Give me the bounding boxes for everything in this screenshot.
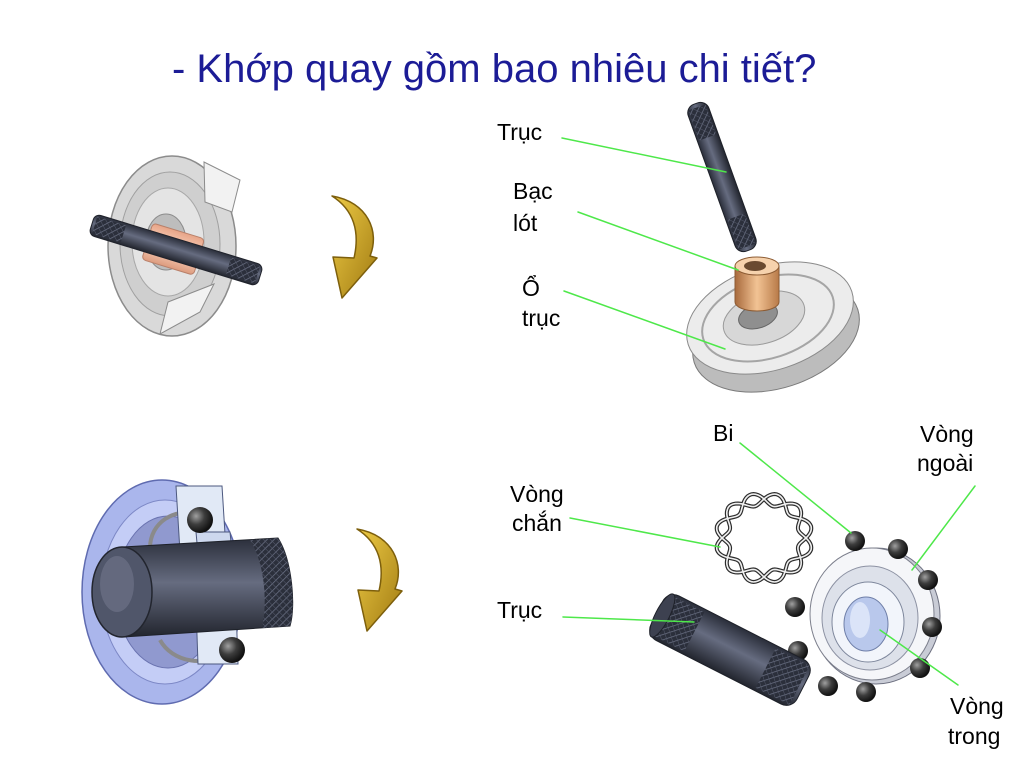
shaft-knurl-right — [225, 257, 260, 284]
label-outer-ring-line-1: Vòng — [920, 421, 974, 447]
label-housing-line-2: trục — [522, 305, 560, 331]
shaft-knurl-band — [250, 538, 293, 628]
labels: Trục Bạc lót Ổ trục Bi Vòng ngoài Vòng c… — [497, 119, 1004, 749]
ball-3 — [918, 570, 938, 590]
ball-2 — [888, 539, 908, 559]
shaft-end-face — [649, 593, 676, 638]
page-title: - Khớp quay gồm bao nhiêu chi tiết? — [172, 47, 816, 91]
rotation-arrow-top — [331, 195, 378, 299]
ball-bottom — [219, 637, 245, 663]
ball-7 — [818, 676, 838, 696]
inner-ring-bore-highlight — [850, 602, 870, 638]
label-cage-line-1: Vòng — [510, 481, 564, 507]
shaft-end-highlight — [100, 556, 134, 612]
cage-strand-b-core — [715, 493, 813, 583]
plain-bearing-cutaway — [89, 155, 263, 337]
leader-line-cage — [569, 517, 721, 548]
shaft-knurl-right — [755, 648, 810, 706]
plain-bearing-exploded — [686, 101, 860, 393]
label-bushing-line-1: Bạc — [513, 178, 553, 204]
leader-line-housing — [563, 290, 726, 350]
shaft-knurl-top — [688, 104, 717, 141]
ball-bearing-cutaway — [81, 479, 294, 705]
leader-line-outer-ring — [911, 485, 976, 571]
shaft — [687, 101, 757, 253]
rotation-arrow-bottom — [356, 528, 403, 632]
label-ball: Bi — [713, 420, 733, 446]
label-bushing-line-2: lót — [513, 210, 538, 236]
ball-1 — [845, 531, 865, 551]
leader-line-bushing — [577, 211, 739, 271]
shaft-body — [687, 101, 757, 253]
cage — [714, 491, 814, 585]
housing-cut-face-top — [203, 161, 241, 213]
shaft-assembly — [89, 214, 263, 286]
leader-line-shaft-top — [561, 137, 727, 173]
label-shaft-bottom: Trục — [497, 597, 542, 623]
label-housing-line-1: Ổ — [522, 274, 540, 301]
ball-4 — [922, 617, 942, 637]
ball-top — [187, 507, 213, 533]
label-outer-ring-line-2: ngoài — [917, 450, 973, 476]
label-cage-line-2: chắn — [512, 510, 562, 536]
shaft-body — [89, 214, 263, 286]
leader-lines — [561, 137, 976, 686]
ball-9 — [785, 597, 805, 617]
label-shaft-top: Trục — [497, 119, 542, 145]
leader-line-inner-ring — [879, 629, 959, 686]
shaft-knurl-bottom — [727, 213, 756, 250]
label-inner-ring-line-2: trong — [948, 723, 1000, 749]
shaft-knurl-left — [92, 216, 127, 243]
housing-cut-face-bottom — [159, 283, 216, 335]
ball-5 — [910, 658, 930, 678]
ball-bearing-exploded — [649, 491, 942, 706]
bushing-body — [734, 265, 780, 312]
leader-line-ball — [739, 442, 852, 534]
label-inner-ring-line-1: Vòng — [950, 693, 1004, 719]
leader-line-shaft-bottom — [562, 616, 695, 623]
ball-6 — [856, 682, 876, 702]
bushing-bore — [744, 261, 766, 271]
